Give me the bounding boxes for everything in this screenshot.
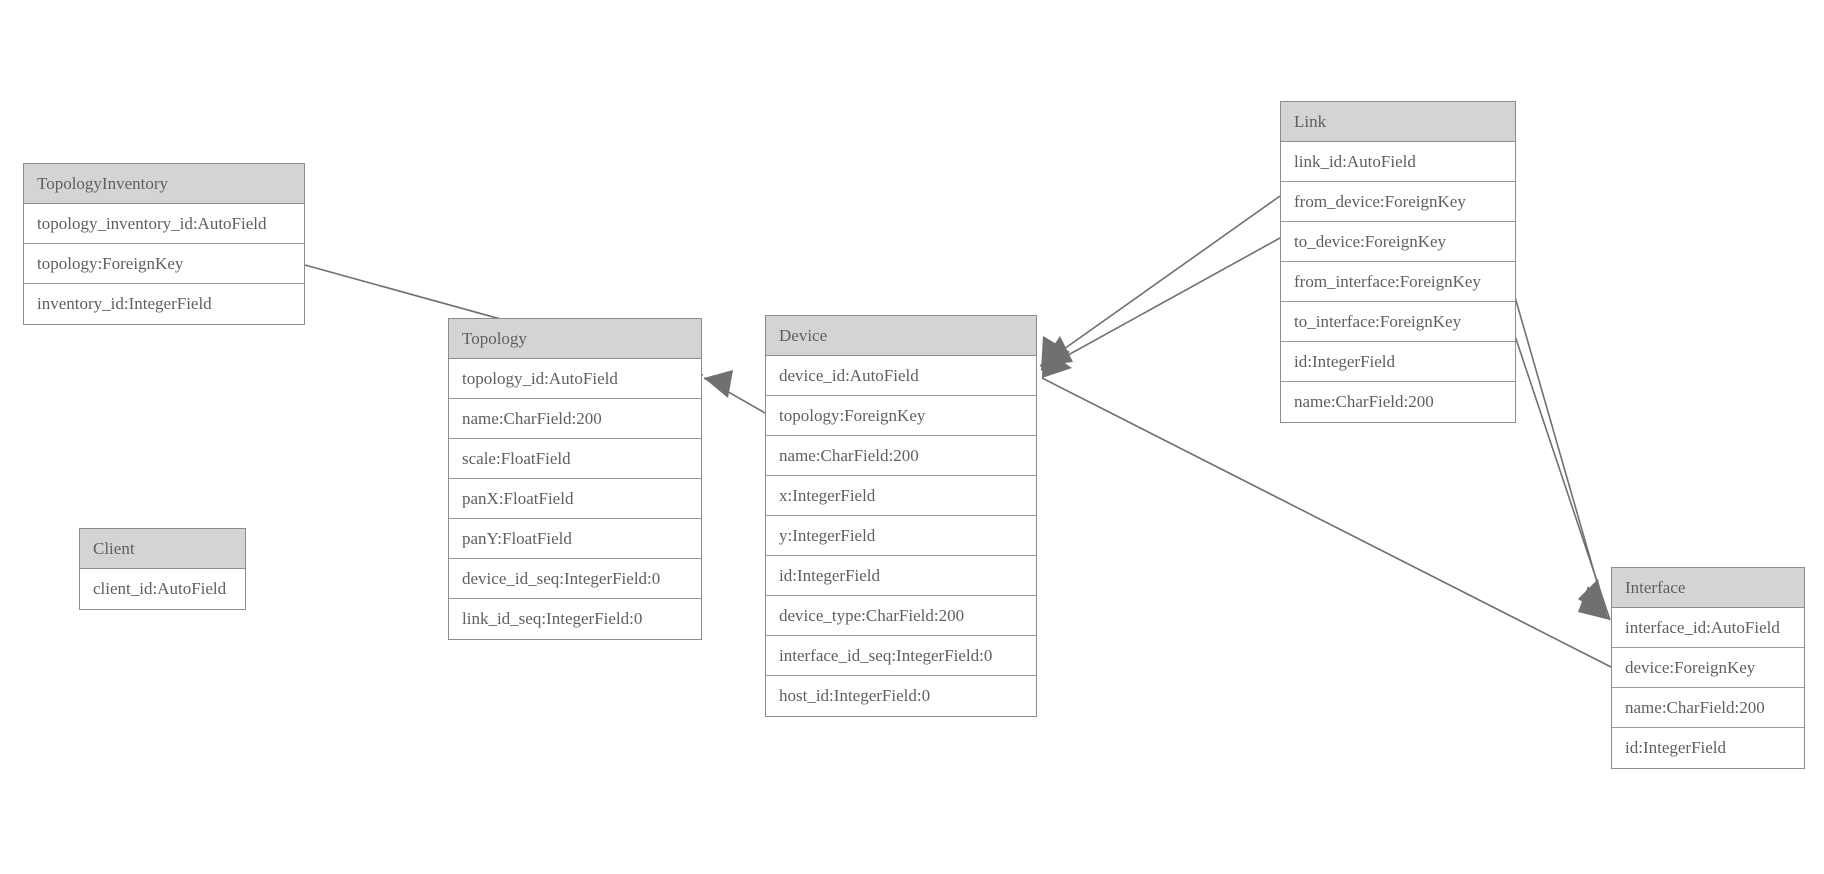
entity-field-row[interactable]: interface_id:AutoField: [1612, 608, 1804, 648]
edge-link-from-interface: [1512, 289, 1608, 618]
entity-field-row[interactable]: from_interface:ForeignKey: [1281, 262, 1515, 302]
entity-header-client: Client: [80, 529, 245, 569]
entity-field-row[interactable]: topology_inventory_id:AutoField: [24, 204, 304, 244]
entity-field-row[interactable]: device:ForeignKey: [1612, 648, 1804, 688]
entity-field-row[interactable]: name:CharField:200: [766, 436, 1036, 476]
entity-field-row[interactable]: to_interface:ForeignKey: [1281, 302, 1515, 342]
entity-field-row[interactable]: panX:FloatField: [449, 479, 701, 519]
entity-field-row[interactable]: host_id:IntegerField:0: [766, 676, 1036, 716]
entity-field-row[interactable]: interface_id_seq:IntegerField:0: [766, 636, 1036, 676]
entity-field-row[interactable]: scale:FloatField: [449, 439, 701, 479]
entity-header-device: Device: [766, 316, 1036, 356]
entity-header-link: Link: [1281, 102, 1515, 142]
entity-field-row[interactable]: id:IntegerField: [1612, 728, 1804, 768]
entity-field-row[interactable]: device_id:AutoField: [766, 356, 1036, 396]
entity-field-row[interactable]: name:CharField:200: [1281, 382, 1515, 422]
entity-header-topology_inventory: TopologyInventory: [24, 164, 304, 204]
edge-link-to-device: [1040, 237, 1281, 371]
entity-field-row[interactable]: client_id:AutoField: [80, 569, 245, 609]
entity-field-row[interactable]: inventory_id:IntegerField: [24, 284, 304, 324]
entity-field-row[interactable]: topology:ForeignKey: [766, 396, 1036, 436]
entity-field-row[interactable]: x:IntegerField: [766, 476, 1036, 516]
entity-field-row[interactable]: name:CharField:200: [1612, 688, 1804, 728]
entity-field-row[interactable]: device_type:CharField:200: [766, 596, 1036, 636]
entity-field-row[interactable]: name:CharField:200: [449, 399, 701, 439]
entity-field-row[interactable]: link_id_seq:IntegerField:0: [449, 599, 701, 639]
entity-field-row[interactable]: y:IntegerField: [766, 516, 1036, 556]
entity-field-row[interactable]: id:IntegerField: [766, 556, 1036, 596]
entity-field-row[interactable]: from_device:ForeignKey: [1281, 182, 1515, 222]
entity-field-row[interactable]: device_id_seq:IntegerField:0: [449, 559, 701, 599]
entity-field-row[interactable]: id:IntegerField: [1281, 342, 1515, 382]
edge-link-to-interface: [1512, 329, 1611, 621]
entity-field-row[interactable]: to_device:ForeignKey: [1281, 222, 1515, 262]
entity-field-row[interactable]: topology:ForeignKey: [24, 244, 304, 284]
entity-header-interface: Interface: [1612, 568, 1804, 608]
edge-device-topology: [703, 370, 766, 414]
edge-link-from-device: [1039, 195, 1281, 367]
entity-field-row[interactable]: topology_id:AutoField: [449, 359, 701, 399]
entity-field-row[interactable]: link_id:AutoField: [1281, 142, 1515, 182]
entity-header-topology: Topology: [449, 319, 701, 359]
entity-field-row[interactable]: panY:FloatField: [449, 519, 701, 559]
